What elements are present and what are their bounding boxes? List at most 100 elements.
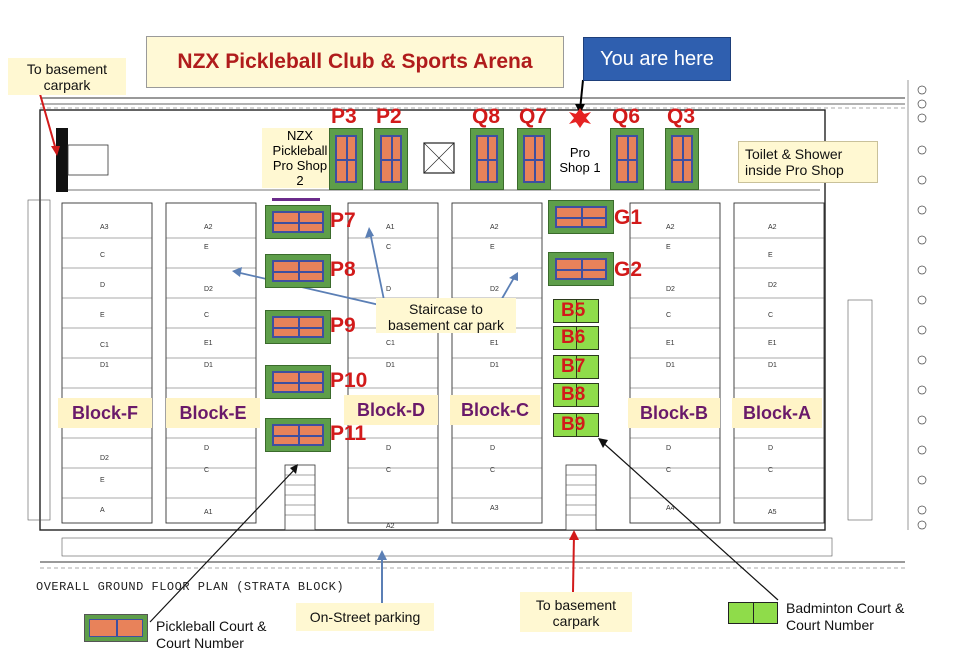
toilet-shower-label: Toilet & Shower inside Pro Shop [738, 141, 878, 183]
svg-text:D1: D1 [490, 362, 499, 369]
pickleball-court-q3 [665, 128, 699, 190]
svg-text:C: C [204, 467, 209, 474]
court-surface [555, 206, 607, 228]
svg-text:E1: E1 [666, 340, 675, 347]
svg-text:A2: A2 [666, 224, 675, 231]
svg-text:D: D [768, 445, 773, 452]
court-centerline [391, 137, 393, 181]
court-surface [272, 371, 324, 393]
svg-text:A1: A1 [386, 224, 395, 231]
court-label-g1: G1 [614, 206, 643, 229]
you-are-here-label: You are here [583, 37, 731, 81]
pro-shop-2-label: NZX Pickleball Pro Shop 2 [262, 128, 338, 188]
pickleball-court-p11 [265, 418, 331, 452]
pickleball-court-p10 [265, 365, 331, 399]
court-label-p10: P10 [330, 369, 368, 392]
court-surface [272, 260, 324, 282]
court-surface [555, 258, 607, 280]
svg-text:D1: D1 [204, 362, 213, 369]
pickleball-court-g2 [548, 252, 614, 286]
court-label-p3: P3 [331, 105, 357, 128]
court-centerline [346, 137, 348, 181]
svg-text:A2: A2 [490, 224, 499, 231]
badminton-court-b5 [553, 299, 599, 323]
block-d-label: Block-D [344, 395, 438, 425]
court-label-p7: P7 [330, 209, 356, 232]
svg-text:E: E [490, 244, 495, 251]
svg-text:E: E [768, 252, 773, 259]
svg-text:C: C [204, 312, 209, 319]
svg-text:D2: D2 [768, 282, 777, 289]
svg-text:C: C [386, 467, 391, 474]
court-surface [380, 135, 402, 183]
court-centerline [274, 271, 322, 273]
svg-text:D2: D2 [490, 286, 499, 293]
legend-badminton-line [753, 603, 754, 623]
svg-text:C: C [100, 252, 105, 259]
svg-text:E: E [100, 477, 105, 484]
court-label-q6: Q6 [612, 105, 641, 128]
on-street-parking-label: On-Street parking [296, 603, 434, 631]
legend-pickleball-swatch [84, 614, 148, 642]
svg-text:D2: D2 [100, 455, 109, 462]
svg-text:C: C [386, 244, 391, 251]
badminton-court-b8 [553, 383, 599, 407]
court-centerline [534, 137, 536, 181]
svg-text:D1: D1 [666, 362, 675, 369]
pickleball-court-p8 [265, 254, 331, 288]
court-label-p11: P11 [330, 422, 367, 445]
court-label-b5: B5 [561, 300, 586, 321]
basement-left-label: To basement carpark [8, 58, 126, 95]
svg-text:A: A [100, 507, 105, 514]
svg-text:D1: D1 [386, 362, 395, 369]
court-surface [335, 135, 357, 183]
court-label-p2: P2 [376, 105, 402, 128]
svg-text:D2: D2 [666, 286, 675, 293]
court-label-b9: B9 [561, 414, 586, 435]
svg-text:E1: E1 [204, 340, 213, 347]
block-f-label: Block-F [58, 398, 152, 428]
legend-badminton-swatch [728, 602, 778, 624]
pickleball-court-g1 [548, 200, 614, 234]
pickleball-court-p3 [329, 128, 363, 190]
staircase-label: Staircase to basement car park [376, 298, 516, 333]
block-a-label: Block-A [732, 398, 822, 428]
svg-text:A1: A1 [204, 509, 213, 516]
plan-caption: OVERALL GROUND FLOOR PLAN (STRATA BLOCK) [36, 580, 345, 594]
svg-text:C1: C1 [100, 342, 109, 349]
block-c-label: Block-C [450, 395, 540, 425]
court-centerline [274, 382, 322, 384]
court-label-g2: G2 [614, 258, 643, 281]
court-label-q3: Q3 [667, 105, 696, 128]
svg-text:D: D [490, 445, 495, 452]
court-surface [272, 316, 324, 338]
court-centerline [557, 217, 605, 219]
pickleball-court-p2 [374, 128, 408, 190]
legend-badminton-label: Badminton Court & Court Number [786, 600, 905, 633]
pickleball-court-p7 [265, 205, 331, 239]
badminton-court-b6 [553, 326, 599, 350]
badminton-net [576, 384, 577, 406]
pro-shop-1-label: Pro Shop 1 [552, 145, 608, 175]
badminton-net [576, 327, 577, 349]
court-label-p9: P9 [330, 314, 356, 337]
svg-text:D: D [100, 282, 105, 289]
block-b-label: Block-B [628, 398, 720, 428]
court-surface [616, 135, 638, 183]
svg-text:C: C [490, 467, 495, 474]
court-centerline [557, 269, 605, 271]
basement-bottom-label: To basement carpark [520, 592, 632, 632]
svg-text:C: C [768, 312, 773, 319]
badminton-net [576, 414, 577, 436]
svg-text:D1: D1 [100, 362, 109, 369]
legend-pickleball-net [116, 620, 118, 636]
svg-text:D1: D1 [768, 362, 777, 369]
svg-text:A3: A3 [490, 505, 499, 512]
svg-text:A3: A3 [100, 224, 109, 231]
legend-pickleball-label: Pickleball Court & Court Number [156, 618, 267, 651]
court-centerline [627, 137, 629, 181]
court-label-q8: Q8 [472, 105, 501, 128]
badminton-court-b7 [553, 355, 599, 379]
pickleball-court-q8 [470, 128, 504, 190]
